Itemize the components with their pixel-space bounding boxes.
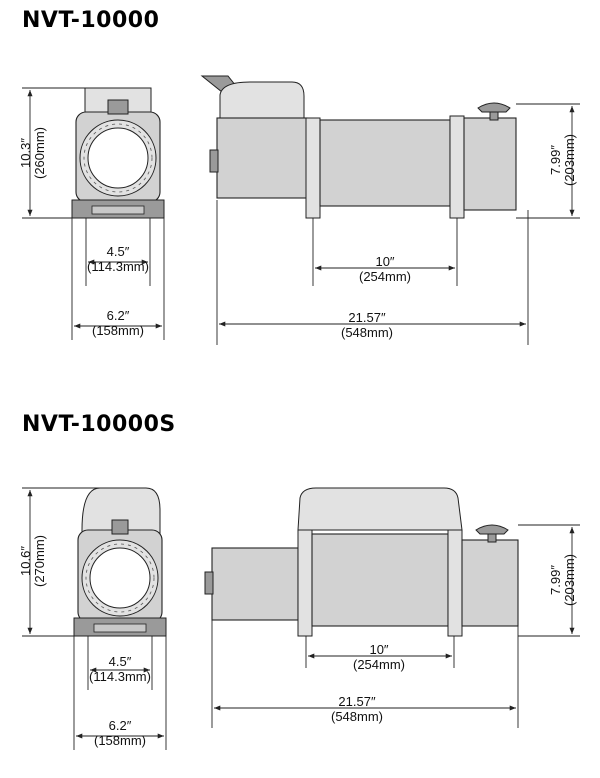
model-title-nvt-10000: NVT-10000 bbox=[22, 8, 160, 33]
side-view-winch bbox=[200, 75, 517, 219]
side-height-value-s: 7.99″ bbox=[548, 565, 563, 595]
width-mm: (158mm) bbox=[91, 323, 144, 338]
mount-front-mm-s: (114.3mm) bbox=[89, 669, 151, 684]
length-value: 21.57″ bbox=[348, 310, 386, 325]
front-view-winch-s bbox=[73, 487, 167, 637]
mount-front-mm: (114.3mm) bbox=[87, 259, 149, 274]
side-height-mm-s: (203mm) bbox=[562, 554, 577, 607]
side-view-winch-s bbox=[204, 487, 519, 637]
width-value-s: 6.2″ bbox=[108, 718, 132, 733]
mount-front-value-s: 4.5″ bbox=[108, 654, 132, 669]
length-label-s: 21.57″ (548mm) bbox=[312, 694, 402, 724]
length-label: 21.57″ (548mm) bbox=[322, 310, 412, 340]
nvt-10000-drawing bbox=[22, 75, 580, 345]
side-height-mm: (203mm) bbox=[562, 134, 577, 187]
height-mm: (260mm) bbox=[32, 127, 47, 180]
mount-side-label: 10″ (254mm) bbox=[340, 254, 430, 284]
mount-side-value-s: 10″ bbox=[369, 642, 389, 657]
nvt-10000s-drawing bbox=[22, 487, 580, 750]
mount-front-label-s: 4.5″ (114.3mm) bbox=[80, 654, 160, 684]
mount-side-value: 10″ bbox=[375, 254, 395, 269]
mount-side-mm: (254mm) bbox=[358, 269, 411, 284]
model-title-nvt-10000s: NVT-10000S bbox=[22, 412, 176, 437]
side-height-label: 7.99″ (203mm) bbox=[548, 115, 577, 205]
height-value: 10.3″ bbox=[18, 138, 33, 168]
length-value-s: 21.57″ bbox=[338, 694, 376, 709]
width-label: 6.2″ (158mm) bbox=[78, 308, 158, 338]
length-mm: (548mm) bbox=[340, 325, 393, 340]
width-label-s: 6.2″ (158mm) bbox=[80, 718, 160, 748]
width-mm-s: (158mm) bbox=[93, 733, 146, 748]
mount-side-mm-s: (254mm) bbox=[352, 657, 405, 672]
mount-front-value: 4.5″ bbox=[106, 244, 130, 259]
side-height-value: 7.99″ bbox=[548, 145, 563, 175]
mount-front-label: 4.5″ (114.3mm) bbox=[78, 244, 158, 274]
height-value-s: 10.6″ bbox=[18, 546, 33, 576]
height-mm-s: (270mm) bbox=[32, 535, 47, 588]
mount-side-label-s: 10″ (254mm) bbox=[334, 642, 424, 672]
height-label-s: 10.6″ (270mm) bbox=[18, 516, 47, 606]
side-height-label-s: 7.99″ (203mm) bbox=[548, 535, 577, 625]
front-view-winch bbox=[71, 87, 165, 219]
width-value: 6.2″ bbox=[106, 308, 130, 323]
height-label: 10.3″ (260mm) bbox=[18, 108, 47, 198]
length-mm-s: (548mm) bbox=[330, 709, 383, 724]
